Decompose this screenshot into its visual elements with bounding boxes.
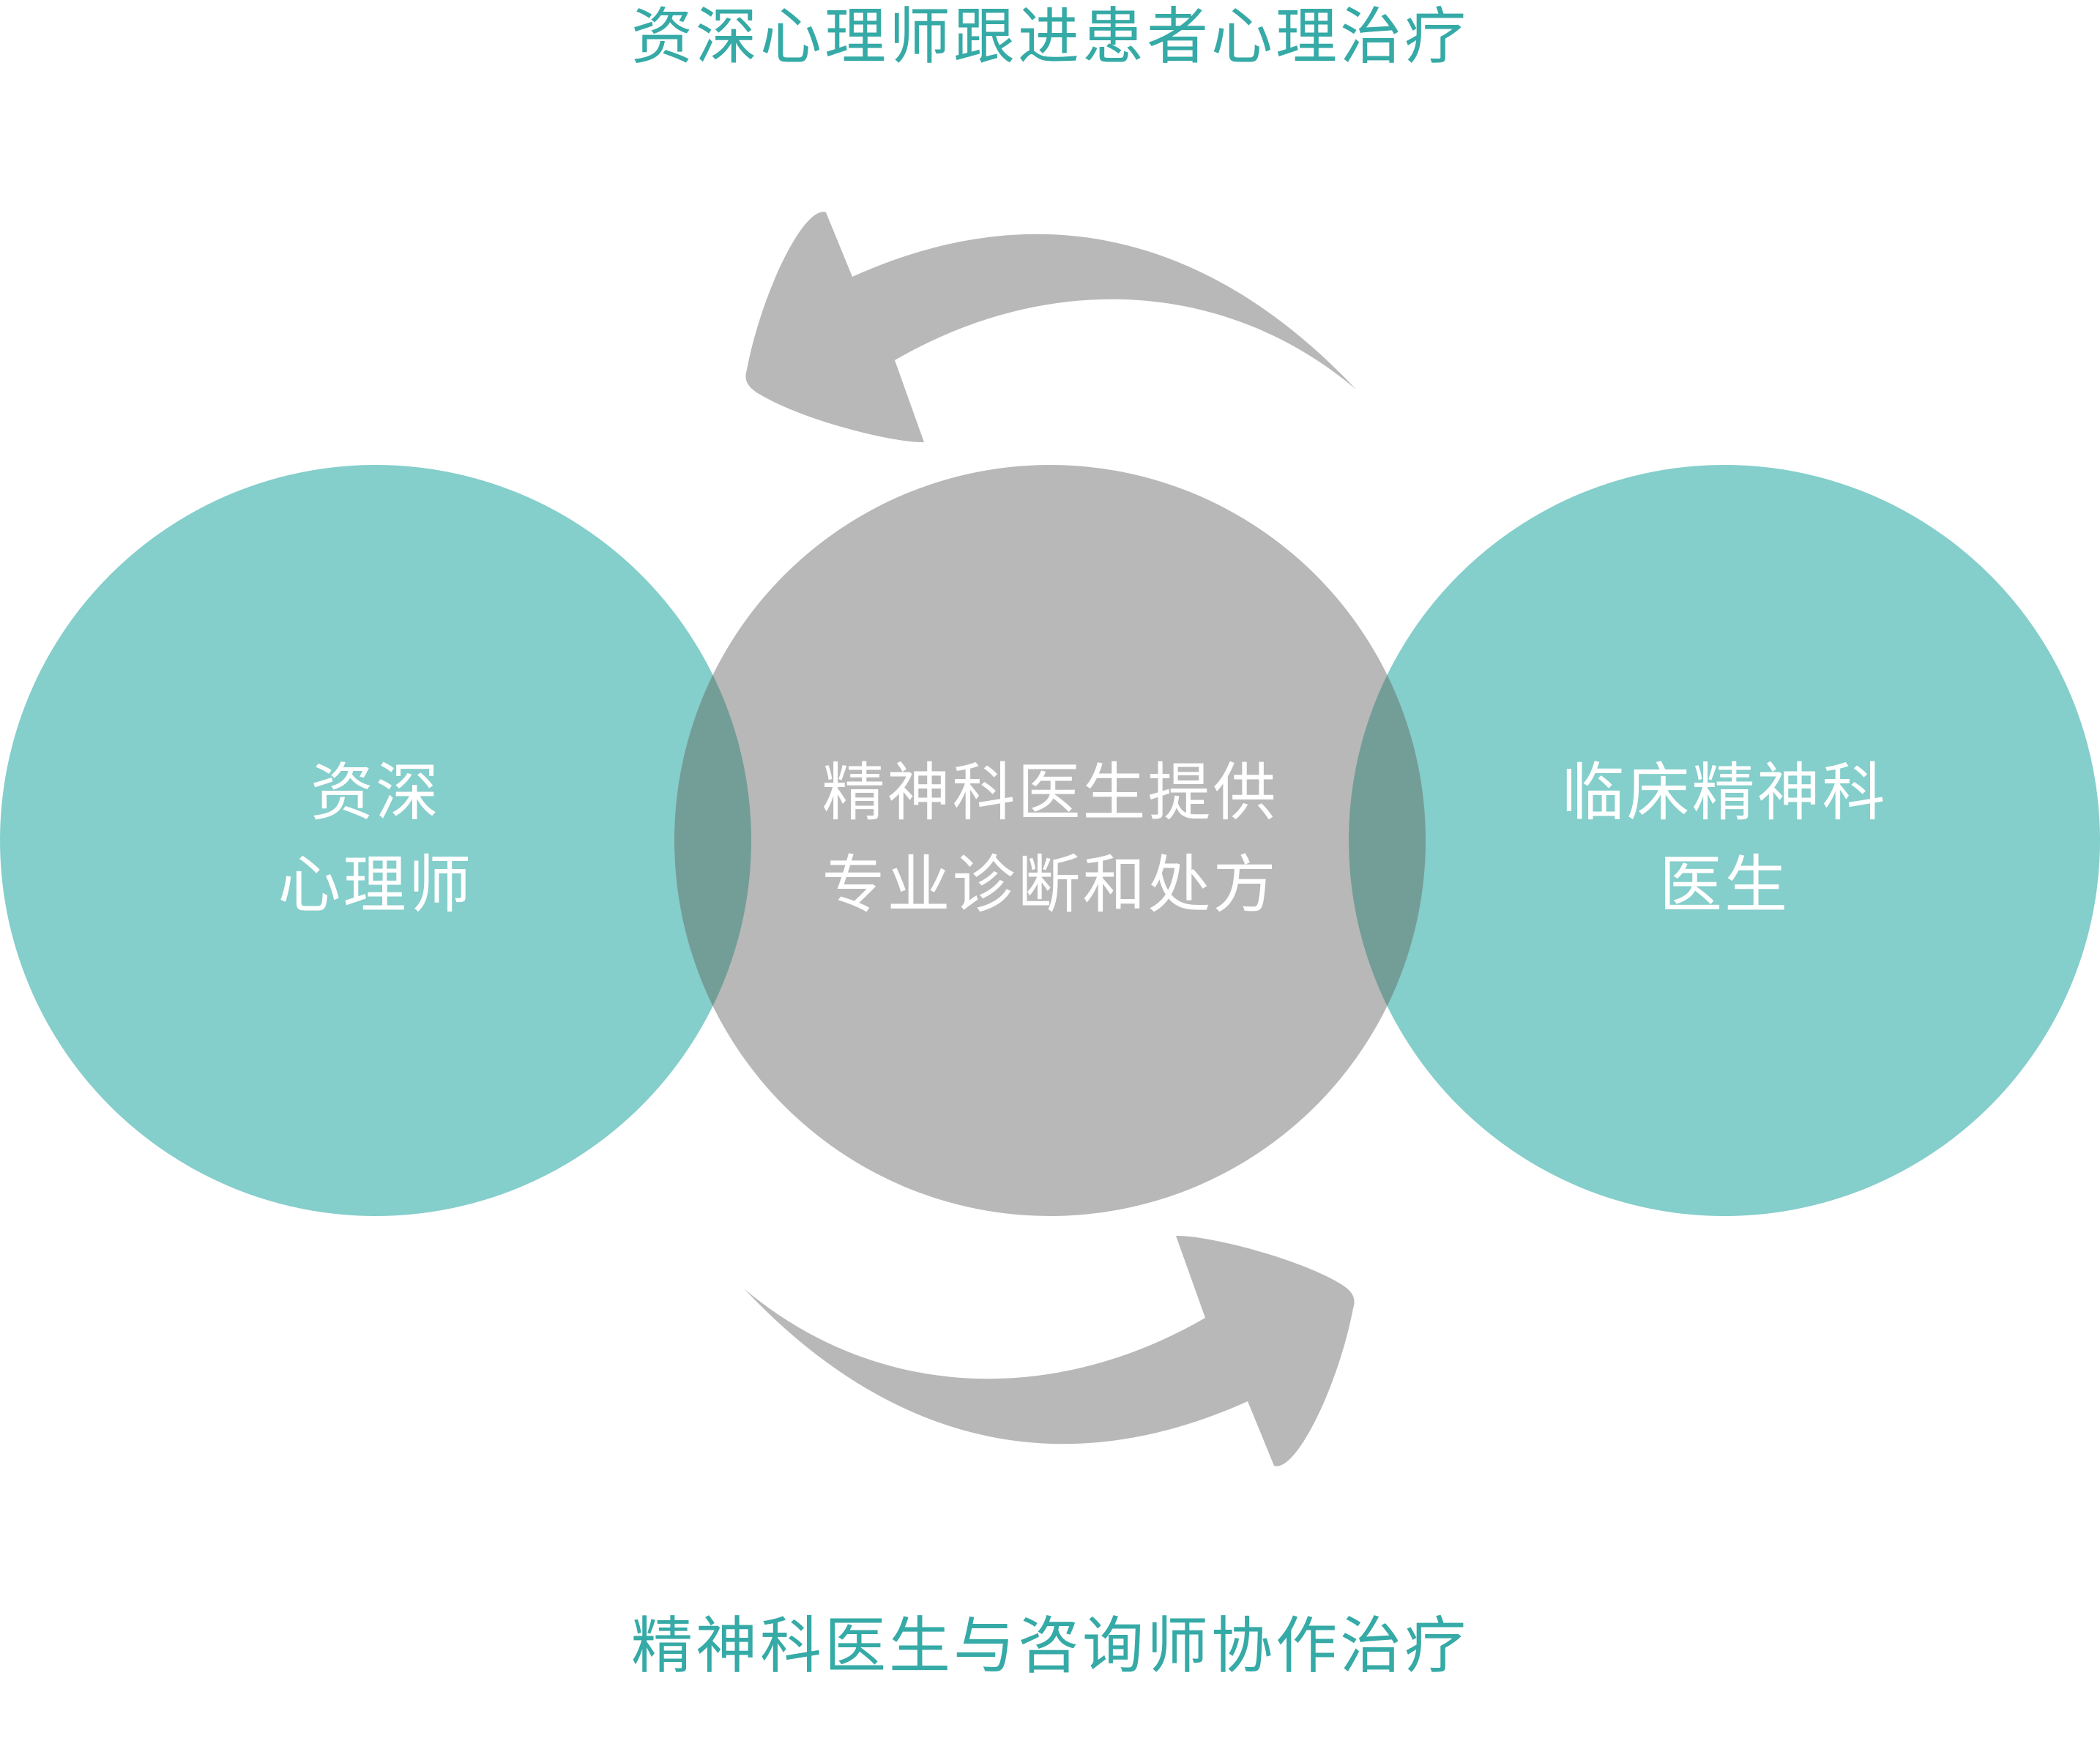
circle-left <box>0 465 751 1216</box>
curved-arrow-right-icon <box>744 1235 1355 1466</box>
center-circle-line1: 精神科医生提供 <box>822 756 1278 830</box>
left-circle-label: 资深 心理师 <box>156 747 595 931</box>
right-circle-line1: 临床精神科 <box>1561 756 1888 830</box>
circle-center <box>674 465 1426 1216</box>
center-circle-label: 精神科医生提供 专业诊断和处方 <box>757 747 1343 931</box>
left-circle-line2: 心理师 <box>278 849 474 922</box>
bottom-caption: 精神科医生与咨询师协作治疗 <box>630 1610 1469 1682</box>
right-circle-line2: 医生 <box>1659 849 1790 922</box>
right-circle-label: 临床精神科 医生 <box>1505 747 1944 931</box>
left-circle-line1: 资深 <box>310 756 441 830</box>
top-caption: 资深心理师跟进患者心理治疗 <box>630 1 1469 72</box>
curved-arrow-left-icon <box>745 212 1356 443</box>
center-circle-line2: 专业诊断和处方 <box>822 849 1278 922</box>
circle-right <box>1349 465 2100 1216</box>
